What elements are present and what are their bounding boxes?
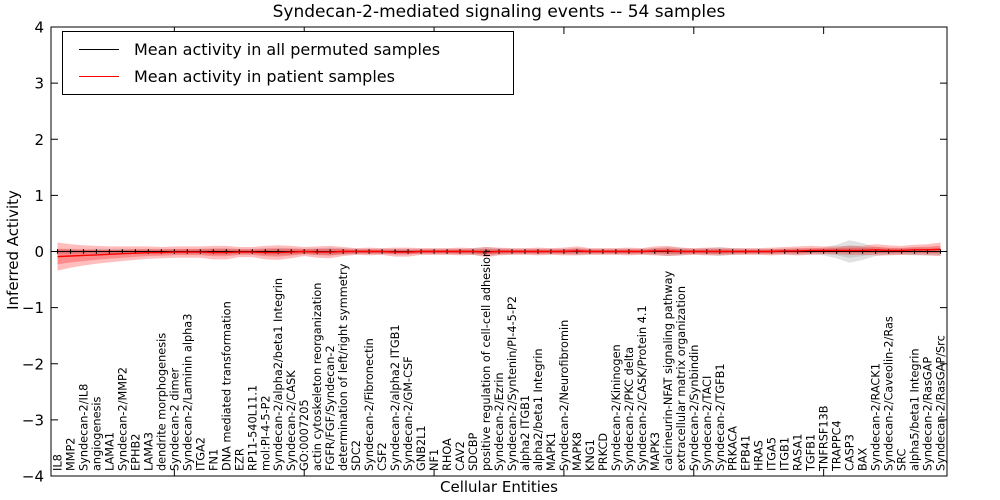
x-tick-label: FGFR/FGF/Syndecan-2 <box>324 345 337 471</box>
x-tick-label: TGFB1 <box>805 434 818 472</box>
x-tick-label: Syndecan-2/RACK1 <box>870 363 883 471</box>
x-tick-label: DNA mediated transformation <box>220 301 233 471</box>
x-tick-label: ITGA5 <box>766 437 779 471</box>
y-tick-label: 0 <box>34 243 44 261</box>
x-tick-label: PRKCD <box>597 433 610 471</box>
x-tick-label: alpha5/beta1 Integrin <box>909 348 922 471</box>
x-tick-label: Syndecan-2/CASK <box>285 370 298 471</box>
x-tick-label: Syndecan-2 dimer <box>168 367 181 471</box>
x-tick-label: Syndecan-2/Laminin alpha3 <box>181 314 194 471</box>
y-tick-label: 3 <box>34 75 44 93</box>
x-tick-label: MAPK3 <box>649 432 662 471</box>
x-tick-label: SDCBP <box>467 432 480 471</box>
x-tick-label: positive regulation of cell-cell adhesio… <box>480 250 493 471</box>
x-tick-label: Syndecan-2/alpha2 ITGB1 <box>389 324 402 471</box>
x-tick-label: LAMA3 <box>142 432 155 471</box>
x-tick-label: Syndecan-2/TGFB1 <box>714 363 727 471</box>
x-tick-label: EZR <box>233 448 246 471</box>
x-tick-label: CASP3 <box>844 434 857 471</box>
x-tick-label: Syndecan-2/TACI <box>701 376 714 471</box>
x-tick-label: Syndecan-2/IL8 <box>78 384 91 471</box>
legend-line-patient-icon <box>79 76 119 77</box>
x-tick-label: dendrite morphogenesis <box>155 333 168 471</box>
patient-mean-line <box>57 248 941 258</box>
x-tick-label: SRC <box>896 449 909 471</box>
x-tick-label: Syndecan-2/Syntenin/PI-4-5-P2 <box>506 296 519 471</box>
x-tick-label: Syndecan-2/Neurofibromin <box>558 320 571 471</box>
x-tick-label: extracellular matrix organization <box>675 286 688 471</box>
y-axis-label: Inferred Activity <box>4 190 22 310</box>
x-tick-label: GO:0007205 <box>298 399 311 471</box>
x-tick-label: Syndecan-2/GM-CSF <box>402 356 415 471</box>
x-tick-label: MMP2 <box>65 438 78 472</box>
x-tick-label: Syndecan-2/MMP2 <box>116 367 129 471</box>
x-tick-label: RHOA <box>441 438 454 471</box>
x-tick-label: HRAS <box>753 440 766 471</box>
x-tick-label: Syndecan-2/PKC delta <box>623 347 636 471</box>
legend-item-permuted: Mean activity in all permuted samples <box>63 40 513 59</box>
legend-label-permuted: Mean activity in all permuted samples <box>134 40 441 59</box>
x-tick-label: LAMA1 <box>103 432 116 471</box>
y-tick-label: −1 <box>22 299 44 317</box>
x-tick-label: GNB2L1 <box>415 425 428 471</box>
x-tick-label: EPB41 <box>740 435 753 471</box>
legend-item-patient: Mean activity in patient samples <box>63 67 513 86</box>
x-tick-label: actin cytoskeleton reorganization <box>311 283 324 471</box>
x-tick-label: Syndecan-2/RasGAP <box>922 357 935 471</box>
x-tick-label: Syndecan-2/Synbindin <box>688 345 701 471</box>
x-tick-label: RASA1 <box>792 434 805 471</box>
x-tick-label: NF1 <box>428 449 441 471</box>
x-tick-label: IL8 <box>52 454 65 471</box>
y-tick-label: 1 <box>34 187 44 205</box>
legend-label-patient: Mean activity in patient samples <box>134 67 395 86</box>
legend: Mean activity in all permuted samples Me… <box>62 31 514 95</box>
x-tick-label: MAPK1 <box>545 432 558 471</box>
x-tick-label: ITGA2 <box>194 437 207 471</box>
x-tick-label: FN1 <box>207 449 220 471</box>
y-tick-label: −3 <box>22 411 44 429</box>
x-tick-label: Syndecan-2/alpha2/beta1 Integrin <box>272 278 285 471</box>
x-tick-label: Syndecan-2/Ezrin <box>493 372 506 471</box>
x-tick-label: BAX <box>857 448 870 471</box>
x-tick-label: CSF2 <box>376 442 389 471</box>
x-tick-label: SDC2 <box>350 440 363 471</box>
x-tick-label: CAV2 <box>454 441 467 471</box>
chart-title: Syndecan-2-mediated signaling events -- … <box>272 2 726 22</box>
x-tick-label: ITGB1 <box>779 437 792 471</box>
x-tick-label: calcineurin-NFAT signaling pathway <box>662 271 675 471</box>
x-tick-label: Syndecan-2/RasGAP/Src <box>935 335 948 471</box>
x-tick-label: Syndecan-2/Fibronectin <box>363 338 376 471</box>
y-tick-label: −2 <box>22 355 44 373</box>
x-tick-label: angiogenesis <box>90 396 103 471</box>
x-tick-label: determination of left/right symmetry <box>337 263 350 471</box>
y-tick-label: 4 <box>34 19 44 37</box>
x-tick-label: EPHB2 <box>129 434 142 471</box>
x-tick-label: mol:PI-4-5-P2 <box>259 395 272 471</box>
x-tick-label: Syndecan-2/Caveolin-2/Ras <box>883 316 896 471</box>
legend-line-permuted-icon <box>79 49 119 50</box>
x-tick-label: alpha2/beta1 Integrin <box>532 348 545 471</box>
x-tick-label: KNG1 <box>584 439 597 471</box>
x-tick-label: MAPK8 <box>571 432 584 471</box>
y-tick-label: −4 <box>22 468 44 486</box>
x-tick-label: Syndecan-2/CASK/Protein 4.1 <box>636 305 649 471</box>
x-tick-label: TNFRSF13B <box>818 406 831 473</box>
x-tick-label: TRAPPC4 <box>831 420 844 472</box>
x-axis-label: Cellular Entities <box>440 478 558 496</box>
x-tick-label: PRKACA <box>727 426 740 471</box>
x-tick-label: Syndecan-2/Kininogen <box>610 344 623 471</box>
y-tick-label: 2 <box>34 131 44 149</box>
x-tick-label: RP11-540L11.1 <box>246 385 259 471</box>
x-tick-label: alpha2 ITGB1 <box>519 395 532 471</box>
